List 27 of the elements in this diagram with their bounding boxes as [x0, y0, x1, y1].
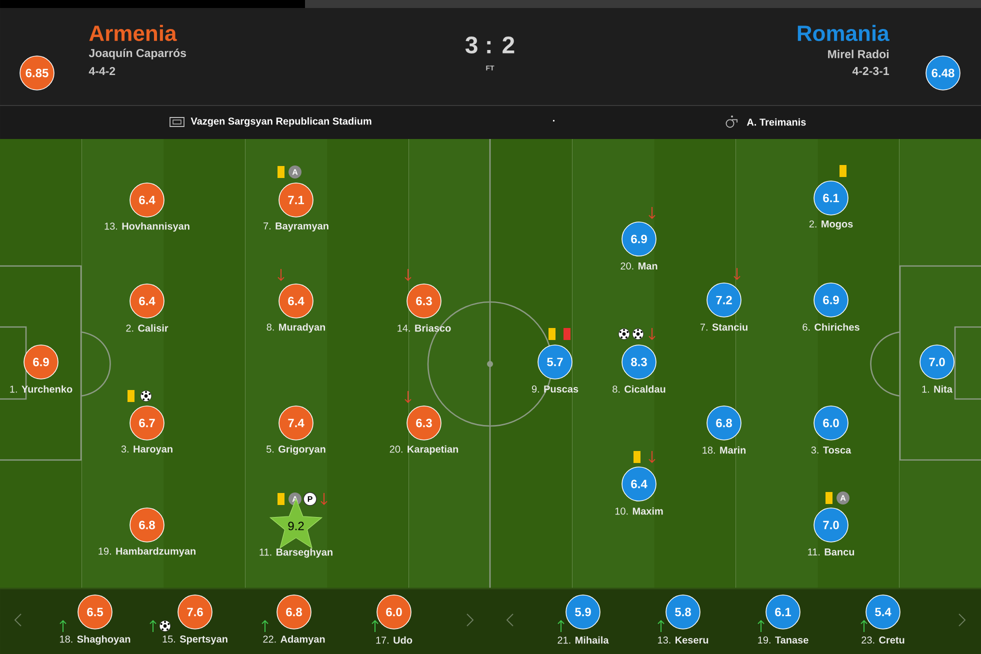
player-name: 3. Tosca: [811, 446, 852, 454]
team-name: Armenia: [89, 24, 177, 42]
team-name: Romania: [798, 24, 890, 42]
player-name: 2. Mogos: [809, 220, 853, 230]
formation: 4-4-2: [88, 67, 116, 76]
player-name: 1. Yurchenko: [10, 385, 72, 393]
player-name: 3. Haroyan: [121, 445, 172, 455]
player-name: 2. Calisir: [126, 324, 168, 332]
player-name: 15. Spertsyan: [162, 635, 228, 645]
coach-name: Mirel Radoi: [828, 50, 888, 58]
formation: 4-2-3-1: [852, 66, 889, 76]
score: 3 : 2: [465, 36, 514, 54]
player-name: 21. Mihaila: [558, 636, 609, 644]
player-name: 11. Bancu: [808, 548, 854, 556]
letter-badge: A: [836, 492, 850, 504]
player-name: 18. Shaghoyan: [60, 635, 130, 645]
venue-name: Vazgen Sargsyan Republican Stadium: [190, 117, 372, 127]
coach-name: Joaquín Caparrós: [88, 48, 186, 60]
player-name: 17. Udo: [376, 636, 412, 644]
player-name: 23. Cretu: [862, 636, 904, 644]
player-name: 19. Tanase: [758, 636, 808, 644]
player-name: 13. Keseru: [658, 636, 708, 644]
player-name: 1. Nita: [922, 385, 953, 393]
separator-dot: ·: [553, 120, 554, 122]
referee-name: A. Treimanis: [746, 118, 806, 126]
player-name: 22. Adamyan: [263, 635, 325, 645]
player-name: 6. Chiriches: [802, 323, 860, 331]
